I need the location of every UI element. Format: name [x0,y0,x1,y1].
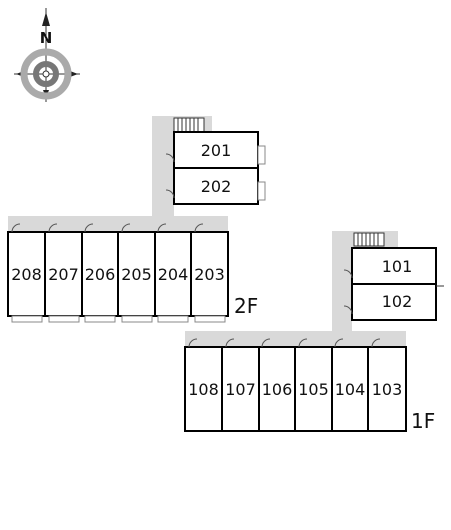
compass-rose-icon [14,8,80,102]
unit-label: 206 [85,265,116,284]
balcony [257,181,266,201]
unit-label: 106 [262,380,293,399]
door [343,269,353,279]
balcony [257,145,266,165]
unit-label: 102 [382,292,413,311]
door [165,189,175,199]
unit-108 [184,346,223,432]
corridor-vertical-1f [332,231,352,335]
unit-103 [367,346,407,432]
unit-label: 208 [11,265,42,284]
unit-107 [221,346,260,432]
unit-label: 101 [382,257,413,276]
floor-2f: 201 202 208 207 206 205 204 203 [7,116,266,323]
unit-201 [173,131,259,169]
unit-106 [258,346,296,432]
north-label: N [40,29,53,47]
floor-label-2f: 2F [234,294,258,318]
unit-101 [351,247,437,285]
balconies-2f [11,315,226,323]
unit-label: 204 [158,265,189,284]
doors-2f [11,223,204,233]
unit-label: 202 [201,177,232,196]
unit-label: 207 [48,265,79,284]
unit-label: 107 [225,380,256,399]
unit-label: 108 [188,380,219,399]
corridor-row-1f [185,331,406,347]
unit-104 [331,346,369,432]
door [165,153,175,163]
doors-1f [188,338,381,348]
unit-label: 201 [201,141,232,160]
unit-label: 203 [194,265,225,284]
floor-1f: 101 102 108 107 106 105 104 103 1F [184,231,444,433]
stairs-2f [173,117,205,133]
unit-label: 105 [298,380,329,399]
unit-label: 205 [121,265,152,284]
unit-label: 104 [335,380,366,399]
unit-102 [351,283,437,321]
door [343,305,353,315]
unit-105 [294,346,333,432]
compass: N [14,8,80,102]
corridor-vertical-2f [152,116,174,220]
stairs-1f [353,232,385,247]
unit-label: 103 [372,380,403,399]
corridor-row-2f [8,216,228,232]
floor-label-1f: 1F [411,409,435,433]
unit-202 [173,167,259,205]
